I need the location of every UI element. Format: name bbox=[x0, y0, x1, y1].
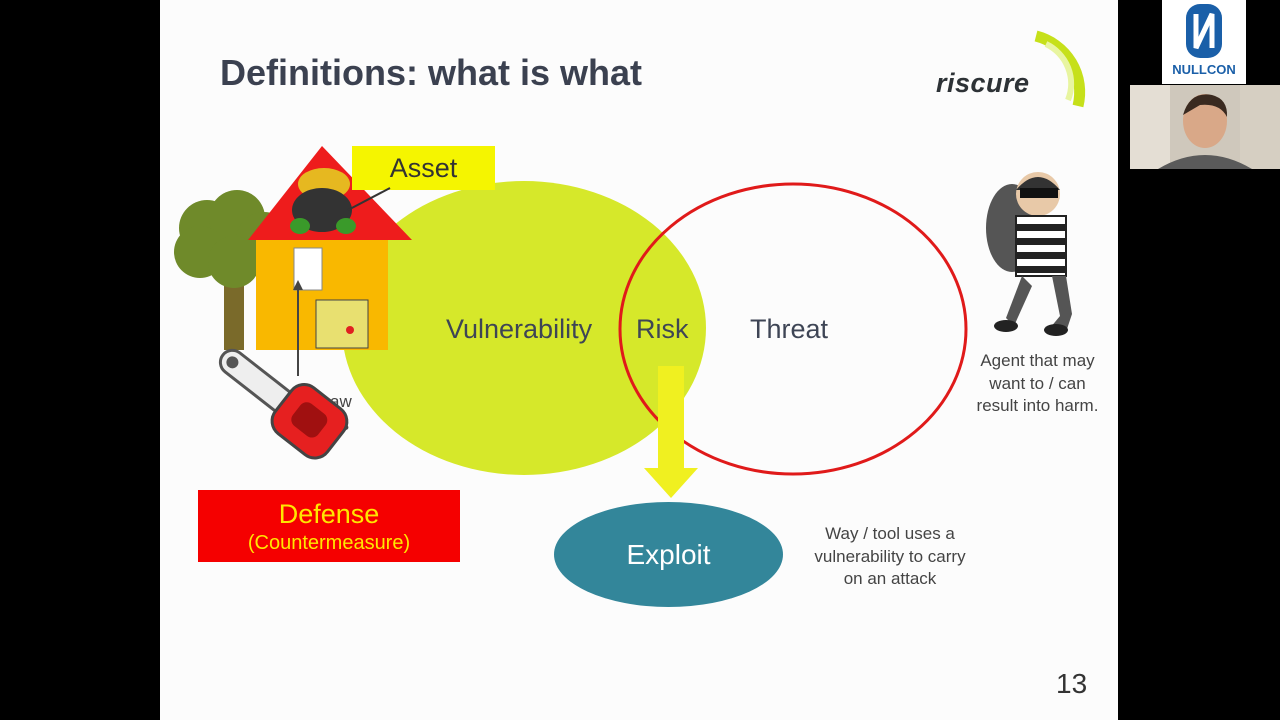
webcam-video bbox=[1130, 85, 1280, 169]
riscure-logo-arc bbox=[1034, 30, 1086, 108]
burglar-icon bbox=[986, 172, 1072, 336]
speaker-silhouette bbox=[1130, 85, 1280, 169]
riscure-logo-text: riscure bbox=[936, 68, 1030, 98]
chainsaw-icon bbox=[218, 348, 349, 460]
down-arrow-icon bbox=[644, 366, 698, 498]
presentation-slide: Definitions: what is what riscure Vulner… bbox=[160, 0, 1118, 720]
threat-label: Threat bbox=[750, 314, 829, 344]
vulnerability-label: Vulnerability bbox=[446, 314, 593, 344]
risk-label: Risk bbox=[636, 314, 689, 344]
slide-number: 13 bbox=[1056, 668, 1088, 699]
asset-label-box: Asset bbox=[352, 146, 495, 190]
slide-title: Definitions: what is what bbox=[220, 52, 643, 93]
asset-pointer bbox=[347, 187, 391, 211]
flaw-pointer bbox=[293, 280, 303, 376]
nullcon-logo-text: NULLCON bbox=[1172, 62, 1236, 77]
defense-box: Defense (Countermeasure) bbox=[198, 490, 460, 562]
defense-sublabel: (Countermeasure) bbox=[247, 532, 411, 554]
vulnerability-ellipse bbox=[342, 181, 706, 475]
house-icon bbox=[248, 146, 412, 350]
treasure-pot-icon bbox=[290, 168, 356, 234]
exploit-ellipse: Exploit bbox=[554, 502, 783, 607]
defense-label: Defense bbox=[278, 499, 380, 529]
threat-ellipse bbox=[618, 182, 968, 476]
exploit-description: Way / tool uses a vulnerability to carry… bbox=[814, 524, 966, 588]
exploit-label: Exploit bbox=[626, 538, 711, 570]
threat-description: Agent that may want to / can result into… bbox=[976, 351, 1099, 415]
nullcon-logo: NULLCON bbox=[1162, 0, 1246, 84]
nullcon-logo-icon bbox=[1186, 4, 1222, 58]
